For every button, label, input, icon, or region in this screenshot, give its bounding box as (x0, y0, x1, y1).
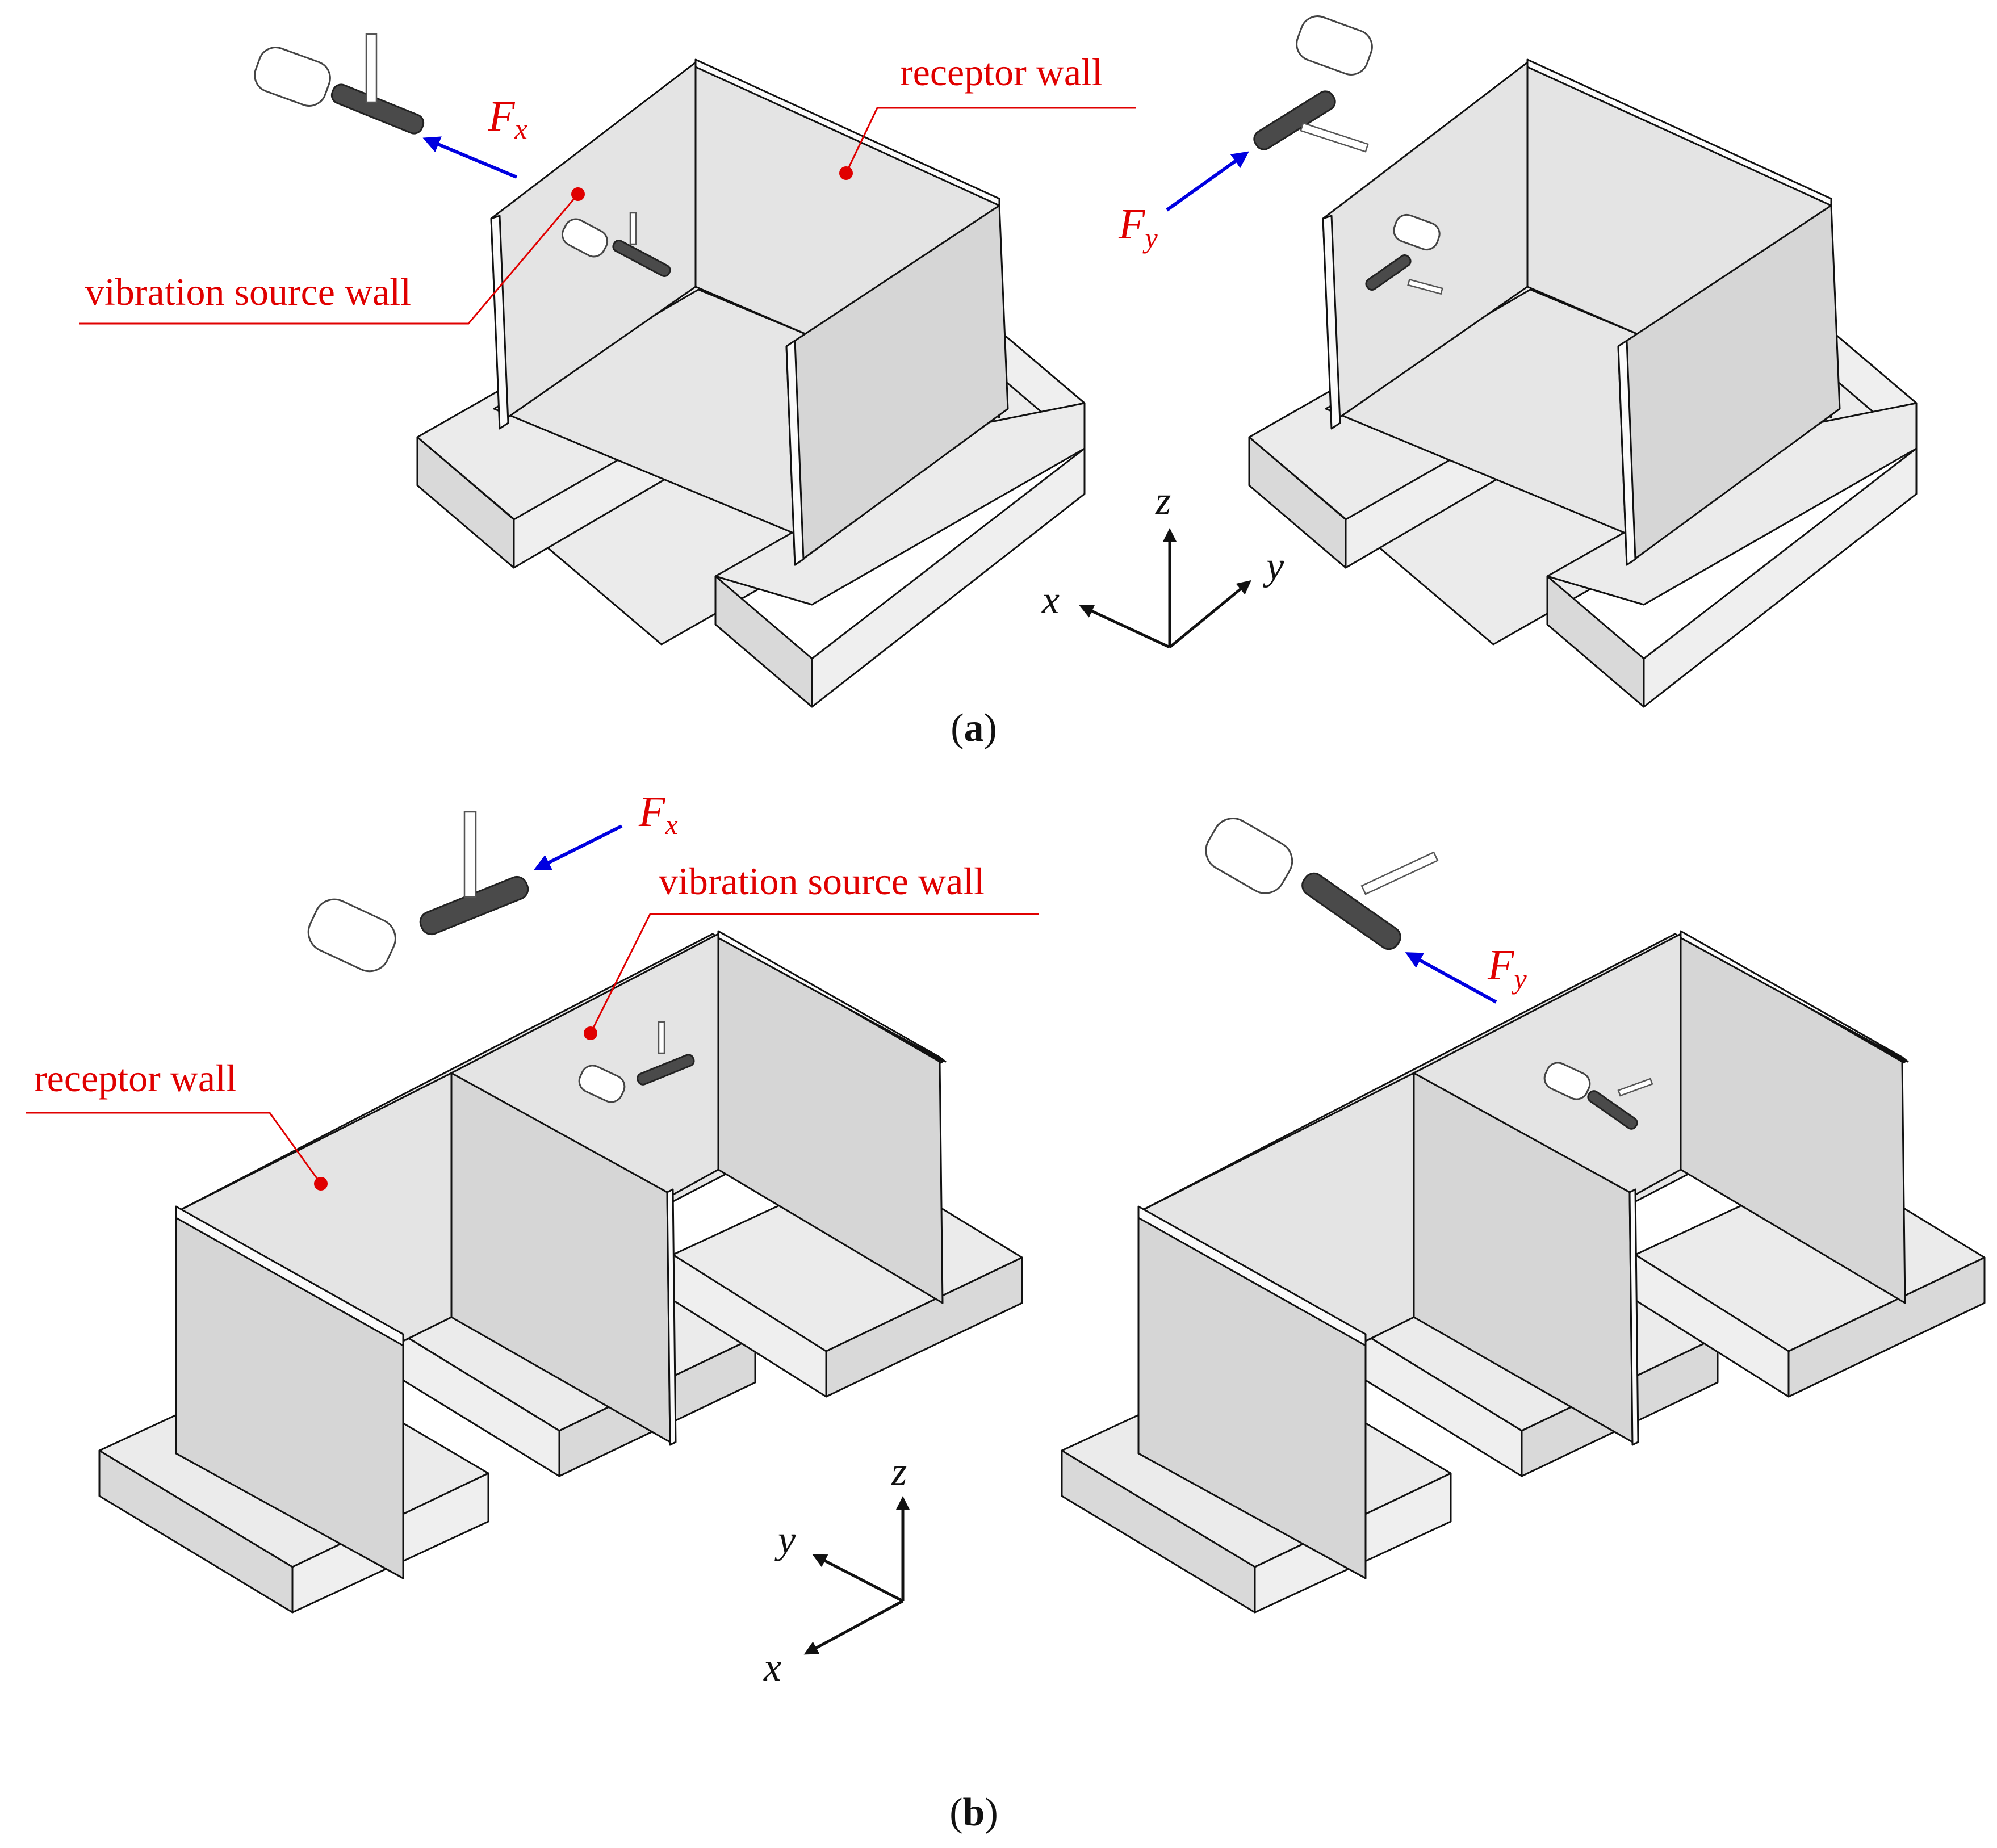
receptor-wall (175, 1205, 404, 1579)
force-arrow (1405, 952, 1497, 1004)
label-receptor-wall: receptor wall (900, 51, 1103, 94)
force-label-fy: Fy (1487, 941, 1527, 995)
coordinate-axes: z y x (763, 1450, 910, 1690)
label-receptor-wall: receptor wall (34, 1057, 237, 1100)
coordinate-axes: z x y (1041, 479, 1284, 649)
axis-label-y: y (1263, 544, 1284, 588)
middle-wall (450, 1072, 677, 1446)
middle-wall (1413, 1072, 1639, 1446)
axis-label-y: y (774, 1518, 796, 1562)
model-a-left (416, 58, 1086, 708)
shaker-device (578, 1021, 695, 1103)
axis-label-z: z (891, 1450, 907, 1494)
exciter-assembly (1253, 15, 1373, 153)
axis-label-x: x (763, 1646, 781, 1690)
force-label-fx: Fx (488, 93, 527, 145)
model-a-right (1248, 58, 1918, 708)
model-b-right (1061, 930, 1986, 1614)
caption-a: (a) (951, 706, 997, 750)
model-b-left (98, 930, 1023, 1614)
force-arrow (1166, 151, 1249, 212)
exciter-assembly (1205, 818, 1439, 950)
axis-label-z: z (1155, 479, 1171, 523)
annotation-receptor-wall: receptor wall (839, 51, 1136, 180)
annotation-vibration-source-wall: vibration source wall (79, 187, 585, 325)
exciter-assembly (254, 33, 425, 135)
label-vibration-source-wall: vibration source wall (85, 270, 411, 313)
receptor-wall (1137, 1205, 1367, 1579)
force-label-fy: Fy (1118, 200, 1158, 254)
force-arrow (422, 136, 518, 179)
annotation-receptor-wall: receptor wall (26, 1057, 328, 1191)
axis-label-x: x (1041, 579, 1060, 622)
shaker-device (1365, 213, 1443, 295)
exciter-assembly (307, 811, 529, 973)
foundation-strip (1546, 402, 1918, 708)
shaker-device (561, 212, 671, 277)
side-wall (785, 204, 1009, 566)
vibration-source-wall (1680, 930, 1909, 1304)
annotation-vibration-source-wall: vibration source wall (584, 860, 1039, 1040)
force-label-fx: Fx (638, 788, 678, 840)
caption-b: (b) (949, 1791, 998, 1834)
vibration-source-wall (717, 930, 947, 1304)
force-arrow (533, 824, 623, 870)
label-vibration-source-wall: vibration source wall (659, 860, 985, 903)
shaker-device (1543, 1062, 1653, 1130)
side-wall (1617, 204, 1841, 566)
